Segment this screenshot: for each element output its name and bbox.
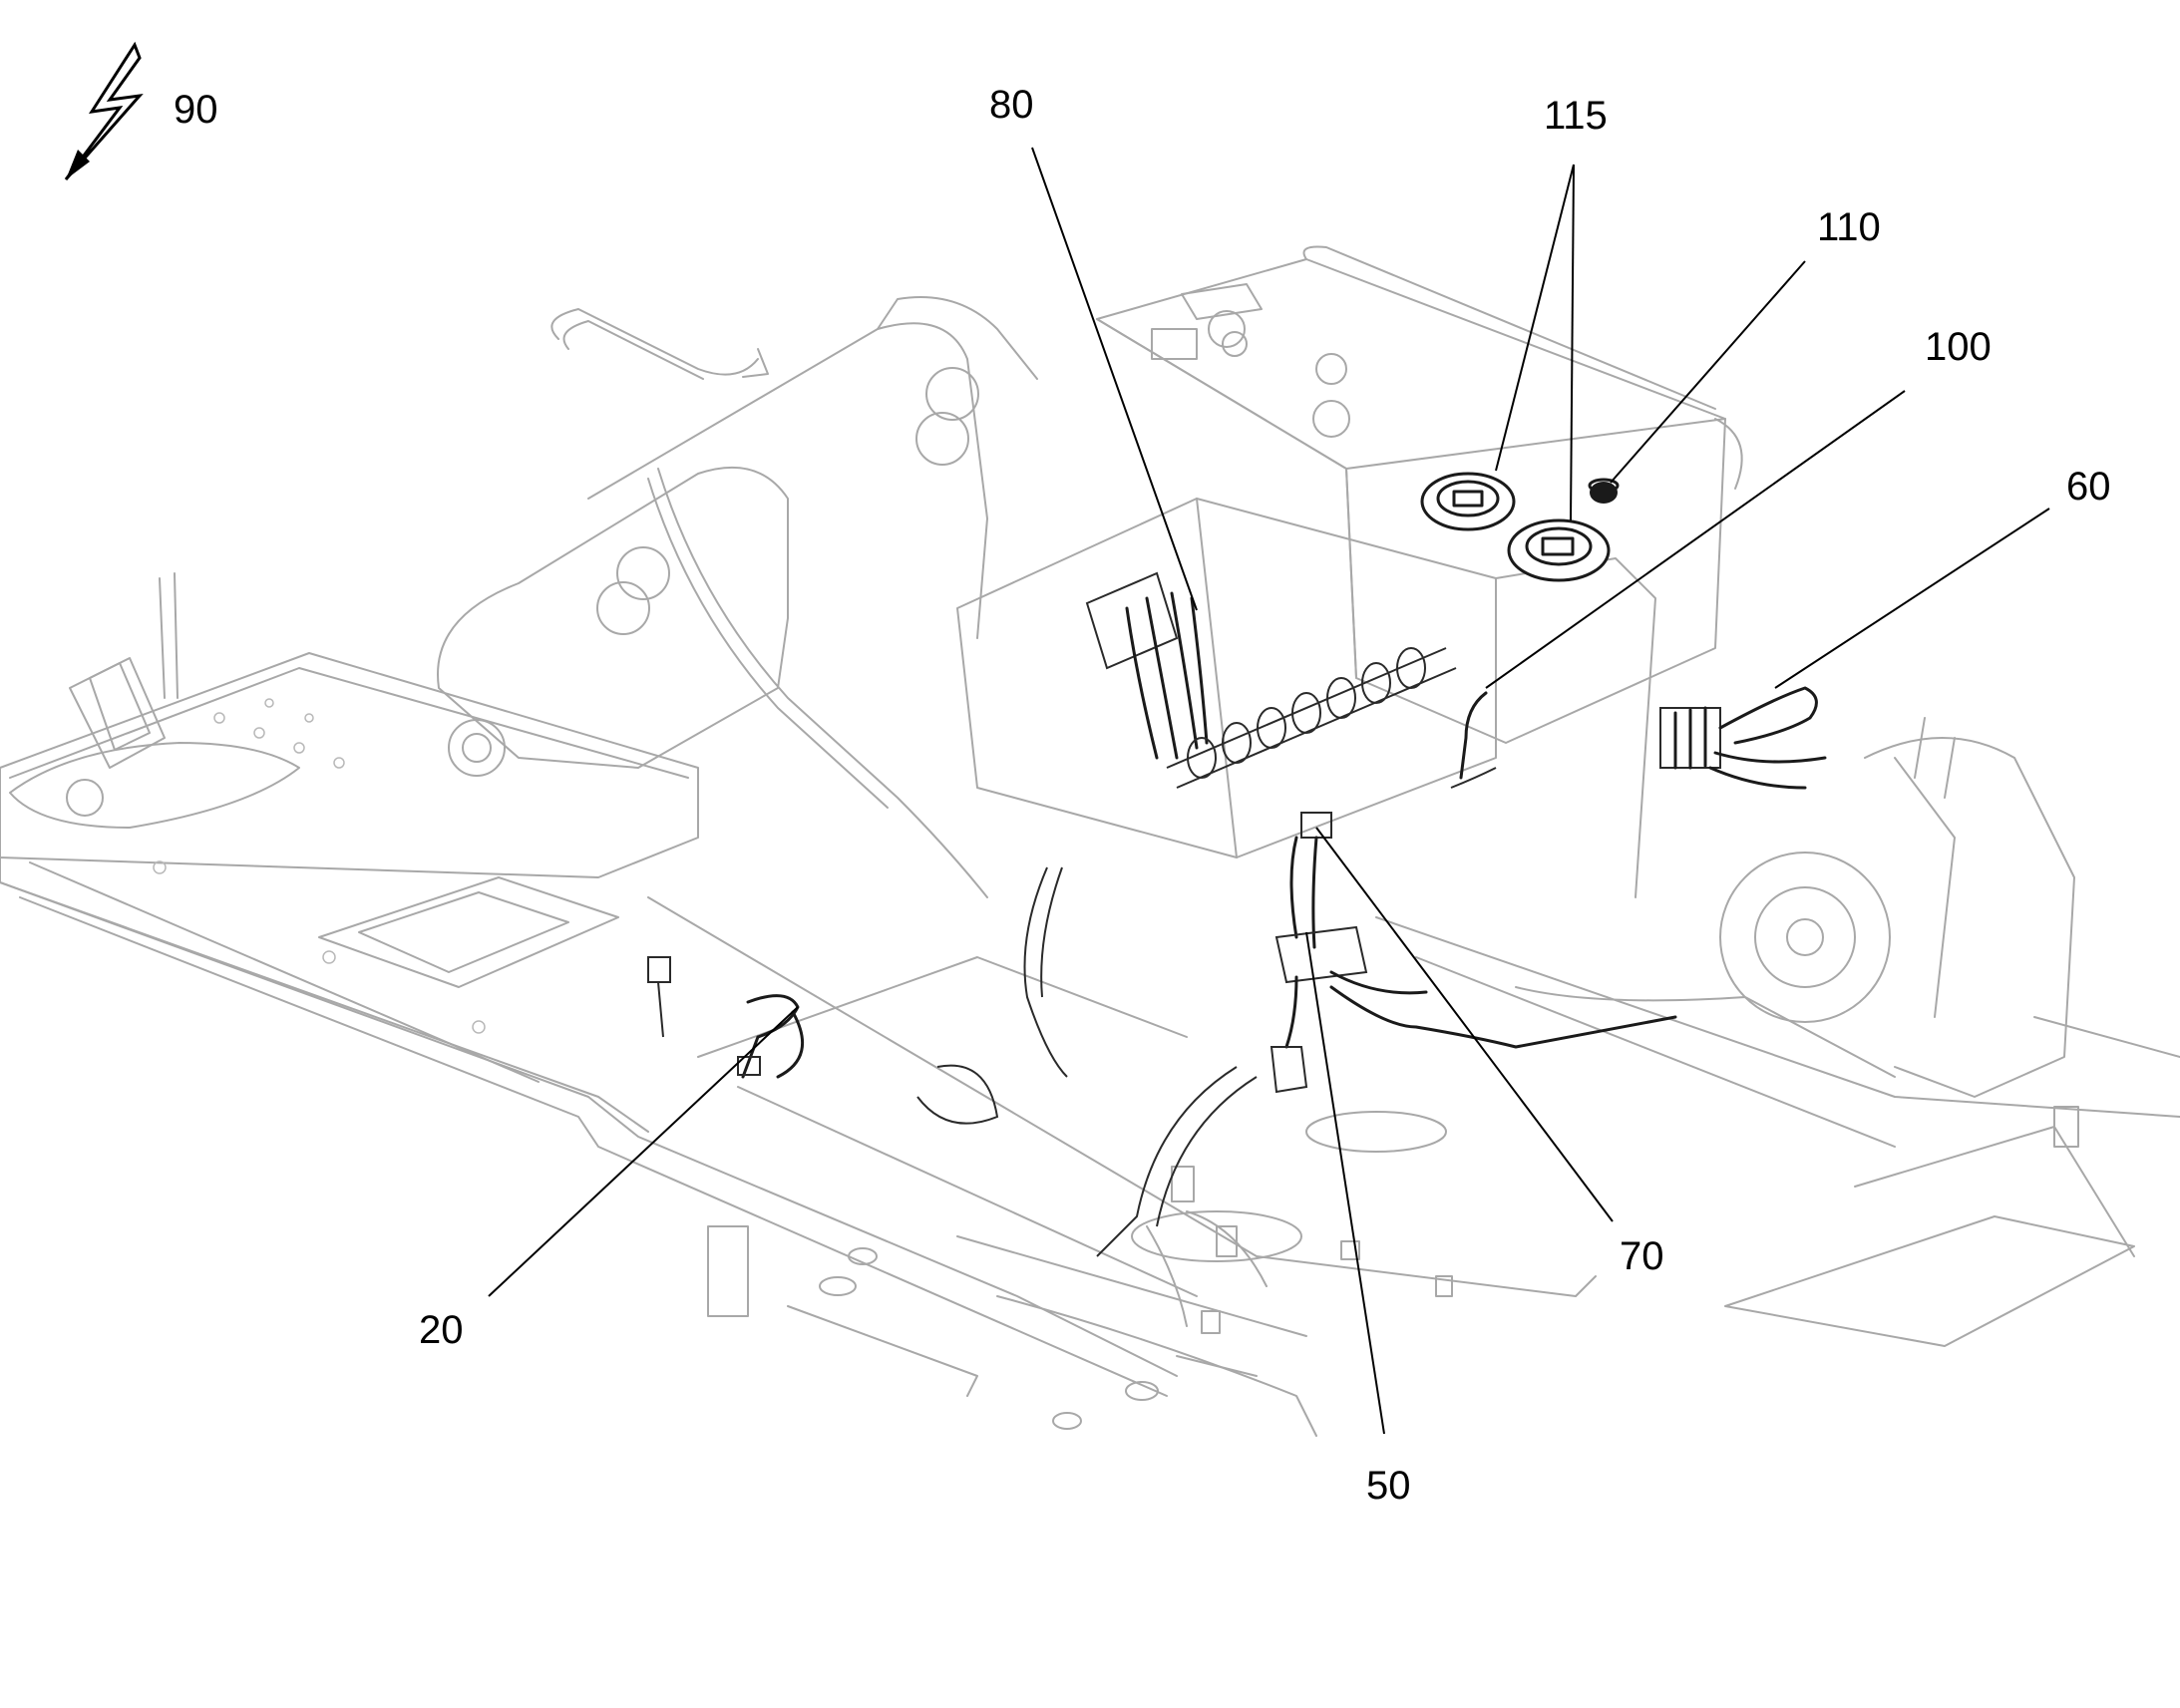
label-60: 60 — [2066, 465, 2111, 509]
leader-80 — [1031, 147, 1198, 611]
label-100: 100 — [1925, 325, 1992, 369]
label-80: 80 — [989, 83, 1034, 127]
leader-60 — [1774, 508, 2050, 689]
lightning-bolt-icon — [64, 41, 144, 180]
leader-20 — [488, 1006, 799, 1297]
label-110: 110 — [1817, 205, 1881, 249]
label-70: 70 — [1620, 1234, 1664, 1278]
label-50: 50 — [1366, 1464, 1411, 1508]
upper-frame — [0, 245, 2180, 1437]
leader-100 — [1485, 390, 1906, 689]
leader-115-a — [1495, 164, 1575, 472]
leader-lines — [488, 147, 2050, 1435]
label-115: 115 — [1544, 94, 1608, 138]
tank-caps — [1420, 472, 1611, 582]
leader-115-b — [1570, 164, 1575, 521]
central-hose-assembly — [1270, 812, 1677, 1094]
label-90: 90 — [174, 88, 218, 132]
label-20: 20 — [419, 1308, 464, 1352]
leader-50 — [1305, 931, 1385, 1435]
valve-block — [1659, 686, 1827, 790]
highlighted-components — [647, 472, 1827, 1257]
leader-110 — [1610, 260, 1806, 484]
leader-70 — [1315, 827, 1614, 1222]
